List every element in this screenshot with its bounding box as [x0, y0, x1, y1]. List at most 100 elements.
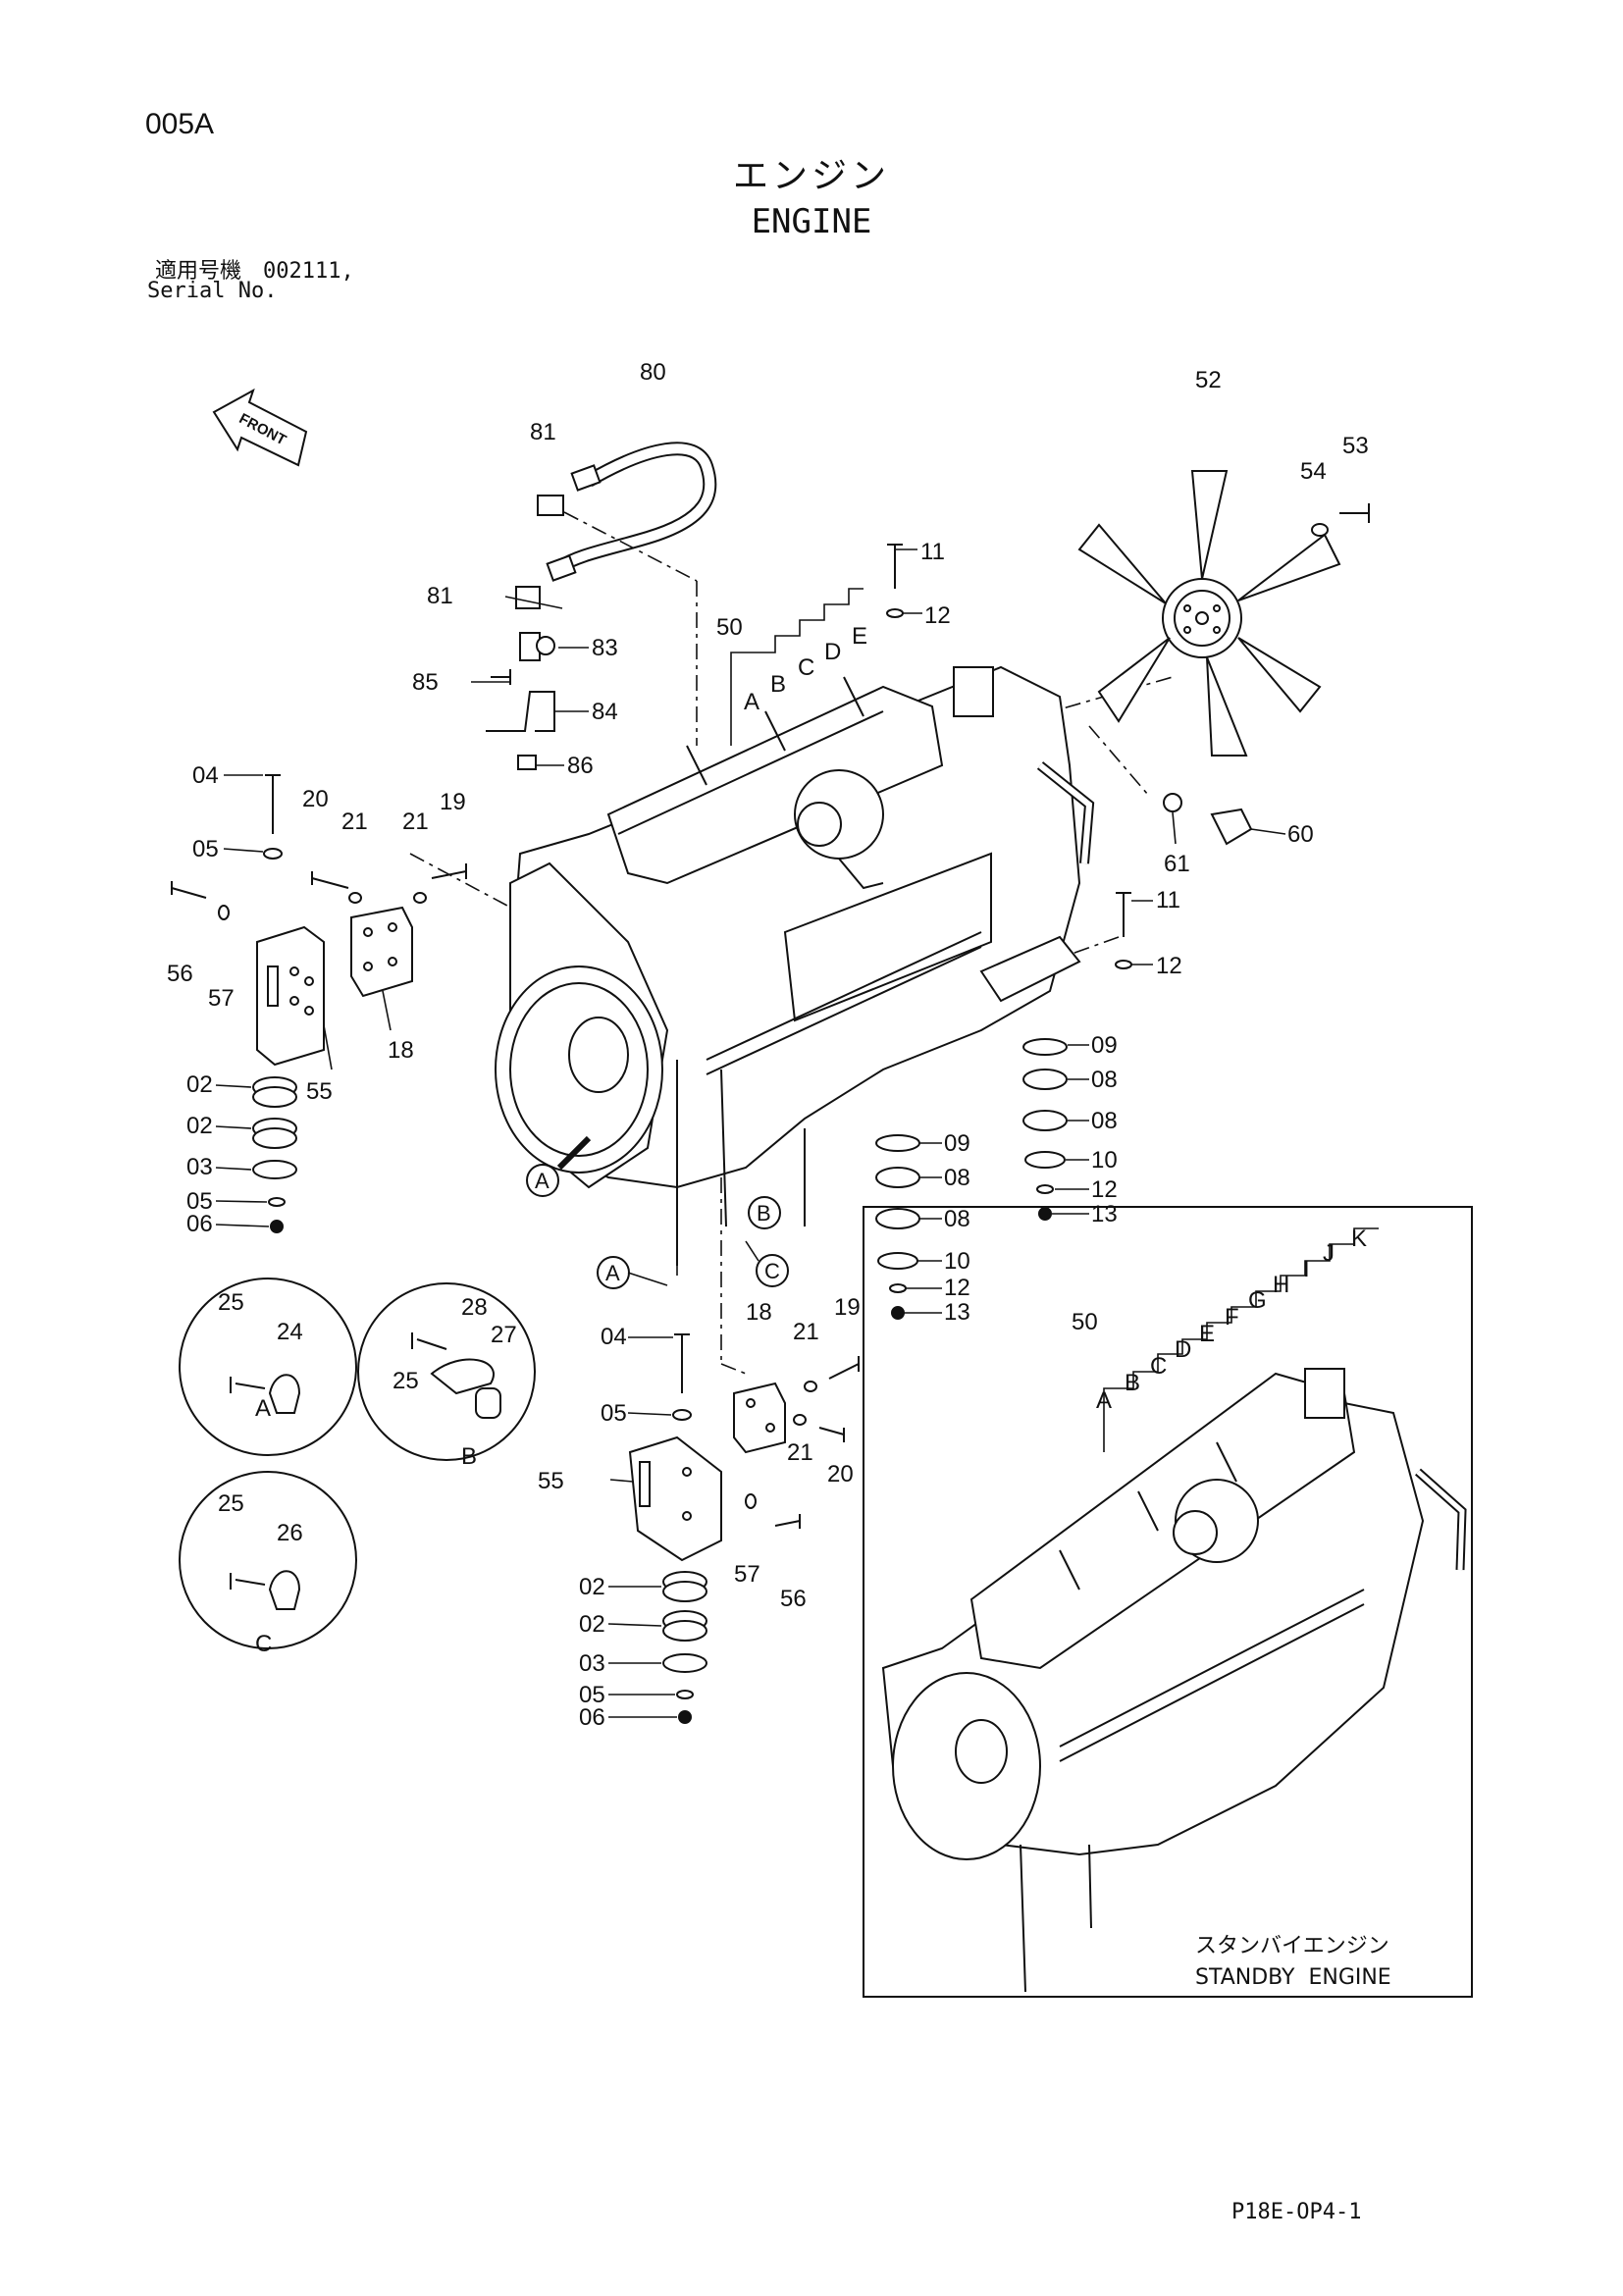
mount-plate-18-left [350, 906, 413, 998]
label-10-center: 10 [944, 1248, 970, 1275]
label-50-standby: 50 [1072, 1309, 1098, 1335]
engine-main [495, 665, 1095, 1266]
letter-d-main: D [824, 639, 841, 665]
label-04-left: 04 [192, 762, 219, 789]
washer-54 [1311, 523, 1329, 537]
page-code: 005A [145, 108, 215, 140]
nut-06-left [270, 1220, 284, 1233]
label-80: 80 [640, 359, 666, 386]
bolt-04-right [674, 1333, 690, 1393]
sensor-60 [1210, 808, 1253, 846]
letter-e-standby: E [1199, 1321, 1215, 1347]
label-02-right-a: 02 [579, 1574, 605, 1600]
label-10-right: 10 [1091, 1147, 1118, 1174]
front-arrow: FRONT [212, 388, 308, 467]
detail-circle-a [179, 1278, 357, 1456]
nut-06-right [678, 1710, 692, 1724]
label-05-left-top: 05 [192, 836, 219, 862]
label-02-left-a: 02 [186, 1071, 213, 1098]
label-28: 28 [461, 1294, 488, 1321]
rubber-08-center-b [875, 1208, 920, 1229]
washer-21-right-a [804, 1381, 817, 1392]
arrow-a-main [556, 1135, 592, 1171]
label-27: 27 [491, 1322, 517, 1348]
washer-09-right [1022, 1038, 1068, 1056]
letter-a-standby: A [1096, 1387, 1112, 1414]
label-18-right: 18 [746, 1299, 772, 1326]
washer-03-left [252, 1160, 297, 1179]
label-60: 60 [1287, 821, 1314, 848]
marker-a-main-text: A [535, 1169, 550, 1193]
marker-c-main-text: C [764, 1259, 780, 1283]
clamp-24 [268, 1374, 301, 1414]
clip-27 [475, 1387, 501, 1419]
label-12-center: 12 [944, 1275, 970, 1301]
letter-c-main: C [798, 654, 814, 681]
label-13-right: 13 [1091, 1201, 1118, 1227]
letter-e-main: E [852, 623, 867, 650]
mount-plate-18-right [733, 1382, 786, 1454]
letter-k-standby: K [1351, 1226, 1367, 1252]
standby-label-en: STANDBY ENGINE [1195, 1965, 1391, 1990]
inset-frame [863, 1206, 1473, 1998]
hose-80 [546, 442, 717, 582]
detail-circle-b [357, 1282, 536, 1461]
label-56-left: 56 [167, 961, 193, 987]
label-26: 26 [277, 1520, 303, 1546]
label-06-left: 06 [186, 1211, 213, 1237]
cooling-fan-52 [1077, 470, 1341, 757]
label-20-right: 20 [827, 1461, 854, 1487]
label-09-center: 09 [944, 1130, 970, 1157]
bolt-04-left [265, 774, 281, 834]
label-61: 61 [1164, 851, 1190, 877]
label-08-center-a: 08 [944, 1165, 970, 1191]
label-19-right: 19 [834, 1294, 861, 1321]
label-55-right: 55 [538, 1468, 564, 1494]
label-08-right-b: 08 [1091, 1108, 1118, 1134]
label-55-left: 55 [306, 1078, 333, 1105]
washer-12-right [1036, 1184, 1054, 1194]
bolt-25-c [230, 1573, 266, 1590]
nut-86 [517, 755, 537, 770]
serial-label-en: Serial No. [147, 279, 278, 303]
washer-03-right [662, 1653, 707, 1673]
washer-12-top [886, 608, 904, 618]
letter-b-main: B [770, 671, 786, 698]
nut-13-right [1038, 1207, 1052, 1221]
label-12-right-top: 12 [1156, 953, 1182, 979]
label-21-left-b: 21 [402, 809, 429, 835]
letter-d-standby: D [1175, 1336, 1191, 1363]
washer-10-center [877, 1252, 918, 1270]
serial-label-jp: 適用号機 [155, 259, 242, 284]
clamp-28 [430, 1358, 495, 1395]
rubber-08-right-b [1022, 1110, 1068, 1131]
label-18-left: 18 [388, 1037, 414, 1064]
washer-05-right [676, 1690, 694, 1699]
label-03-left: 03 [186, 1154, 213, 1180]
marker-b-main [748, 1196, 781, 1229]
label-06-right: 06 [579, 1704, 605, 1731]
bolt-20-left [311, 871, 349, 889]
label-09-right: 09 [1091, 1032, 1118, 1059]
standby-engine-inset [863, 1206, 1473, 1998]
letter-h-standby: H [1273, 1272, 1289, 1298]
washer-57-right [745, 1493, 757, 1509]
label-04-right: 04 [601, 1324, 627, 1350]
label-56-right: 56 [780, 1586, 807, 1612]
detail-c-caption: C [255, 1631, 272, 1657]
rubber-08-right-a [1022, 1069, 1068, 1090]
label-25-a: 25 [218, 1289, 244, 1316]
label-84: 84 [592, 699, 618, 725]
label-05-left: 05 [186, 1188, 213, 1215]
washer-10-right [1024, 1151, 1066, 1169]
label-13-center: 13 [944, 1299, 970, 1326]
label-05-right: 05 [579, 1682, 605, 1708]
bolt-11-top [887, 544, 903, 589]
bracket-84 [486, 691, 555, 732]
label-57-right: 57 [734, 1561, 760, 1588]
washer-21-left-a [348, 892, 362, 904]
label-54: 54 [1300, 458, 1327, 485]
label-02-left-b: 02 [186, 1113, 213, 1139]
title-japanese: エンジン [732, 156, 890, 196]
